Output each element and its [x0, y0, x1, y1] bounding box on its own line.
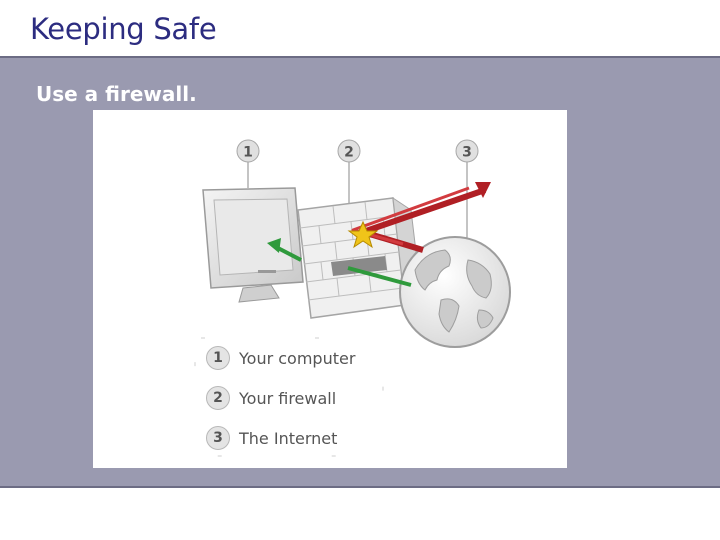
slide-subtitle: Use a firewall.: [36, 82, 197, 106]
firewall-illustration: 1 2 3: [194, 139, 511, 457]
impact-star-icon: [347, 220, 379, 249]
allowed-traffic-arrow: [267, 238, 412, 287]
legend-number: 2: [206, 386, 230, 410]
legend-item-firewall: 2 Your firewall: [193, 378, 383, 418]
slide-title: Keeping Safe: [30, 12, 217, 46]
computer-monitor-icon: [202, 187, 304, 303]
callout-3-label: 3: [462, 145, 472, 161]
legend-number: 3: [206, 426, 230, 450]
callout-2-label: 2: [344, 145, 354, 161]
legend-label: Your computer: [239, 348, 356, 368]
legend-label: The Internet: [239, 428, 338, 448]
callout-1: 1: [236, 139, 260, 163]
legend-label: Your firewall: [239, 388, 337, 408]
legend-number: 1: [206, 346, 230, 370]
globe-icon: [399, 236, 511, 348]
callout-3: 3: [455, 139, 479, 163]
legend-item-internet: 3 The Internet: [193, 418, 383, 458]
diagram-legend: 1 Your computer 2 Your firewall 3 The In…: [193, 338, 383, 458]
legend-item-computer: 1 Your computer: [193, 338, 383, 378]
callout-1-label: 1: [243, 145, 253, 161]
callout-2: 2: [337, 139, 361, 163]
firewall-diagram: 1 2 3: [93, 110, 567, 468]
